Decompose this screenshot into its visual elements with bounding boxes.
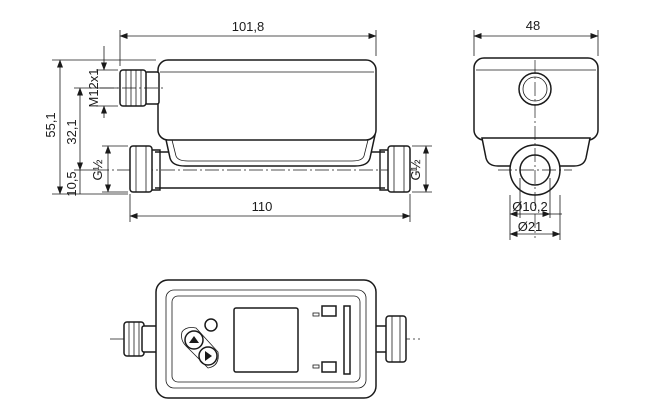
dim-connector-thread: M12x1 <box>86 68 101 107</box>
small-led-indicator <box>204 318 218 332</box>
top-view <box>110 279 420 399</box>
end-view: 48 Ø10,2 Ø21 <box>473 18 599 240</box>
dim-width-right: 48 <box>526 18 540 33</box>
dim-outer-diameter: Ø21 <box>518 219 543 234</box>
dim-inner-diameter: Ø10,2 <box>512 199 547 214</box>
side-view: 101,8 110 55,1 32,1 10,5 M12x1 G½ G½ <box>43 19 432 222</box>
dim-length-top: 101,8 <box>232 19 265 34</box>
dim-pipe-thread-left: G½ <box>90 159 105 180</box>
dim-overall-height: 55,1 <box>43 112 58 137</box>
dim-overall-length: 110 <box>252 199 273 214</box>
dim-thread-height: 10,5 <box>64 171 79 196</box>
dim-pipe-thread-right: G½ <box>408 159 423 180</box>
dim-mid-height: 32,1 <box>64 119 79 144</box>
